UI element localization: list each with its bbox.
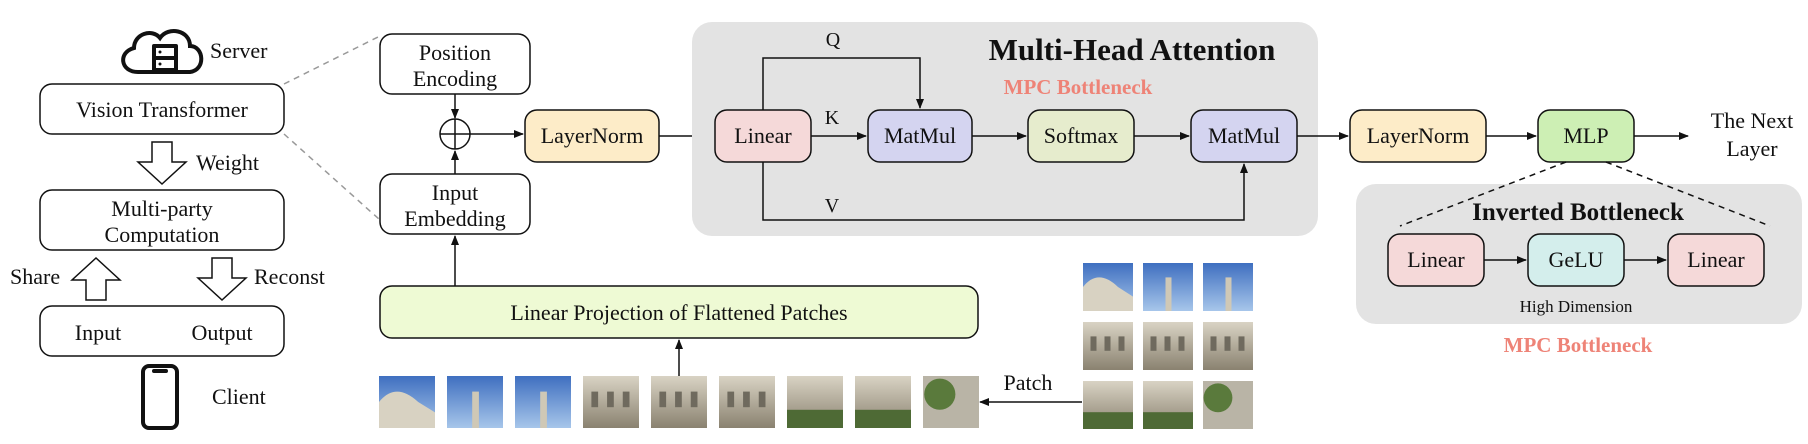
patch-row-tile [923, 376, 979, 428]
next-layer-line2: Layer [1726, 136, 1778, 161]
patch-grid [1083, 263, 1253, 429]
smartphone-icon [141, 364, 179, 430]
position-encoding-line2: Encoding [413, 66, 497, 91]
q-connector [762, 57, 924, 110]
patch-grid-tile [1143, 263, 1193, 311]
weight-arrow-icon [136, 141, 188, 186]
vision-transformer-label: Vision Transformer [76, 97, 248, 122]
patch-grid-tile [1203, 263, 1253, 311]
patch-row-tile [379, 376, 435, 428]
layernorm-label-2: LayerNorm [1367, 123, 1470, 148]
share-arrow-icon [70, 256, 122, 301]
patch-row-tile [651, 376, 707, 428]
patch-grid-tile [1143, 322, 1193, 370]
patch-row-tile [719, 376, 775, 428]
next-layer-line1: The Next [1711, 108, 1793, 133]
gelu-label: GeLU [1549, 247, 1604, 272]
share-label: Share [10, 264, 60, 289]
vision-transformer-box [39, 83, 285, 135]
inverted-linear-label-2: Linear [1687, 247, 1745, 272]
client-label: Client [212, 384, 266, 409]
high-dimension-label: High Dimension [1520, 297, 1633, 316]
output-label: Output [191, 320, 252, 345]
patch-row-tile [787, 376, 843, 428]
q-label: Q [826, 29, 841, 51]
inverted-bottleneck-title: Inverted Bottleneck [1472, 199, 1684, 226]
patch-grid-tile [1143, 381, 1193, 429]
attention-linear-label: Linear [734, 123, 792, 148]
input-label: Input [75, 320, 121, 345]
input-embedding-line2: Embedding [404, 206, 505, 231]
softmax-label: Softmax [1044, 123, 1119, 148]
patch-row-tile [583, 376, 639, 428]
attention-bottleneck-label: MPC Bottleneck [1004, 75, 1153, 99]
inverted-linear-label-1: Linear [1407, 247, 1465, 272]
patch-grid-tile [1203, 322, 1253, 370]
reconst-label: Reconst [254, 264, 325, 289]
patch-label: Patch [1004, 370, 1053, 395]
input-embedding-line1: Input [432, 180, 478, 205]
patch-grid-tile [1203, 381, 1253, 429]
patch-row-tile [855, 376, 911, 428]
position-encoding-line1: Position [419, 40, 491, 65]
k-label: K [825, 107, 840, 129]
matmul-label-1: MatMul [884, 123, 956, 148]
inverted-bottleneck-mpc-label: MPC Bottleneck [1504, 333, 1653, 357]
attention-panel [692, 22, 1318, 236]
cloud-server-icon [121, 29, 204, 74]
mpc-label-line2: Computation [105, 222, 220, 247]
zoom-line-top [283, 35, 381, 85]
patch-row [379, 376, 979, 428]
inverted-linear-box-2 [1667, 233, 1765, 287]
weight-label: Weight [196, 150, 259, 175]
linear-projection-label: Linear Projection of Flattened Patches [510, 300, 847, 325]
layernorm-label-1: LayerNorm [541, 123, 644, 148]
mpc-box [39, 189, 285, 251]
input-embedding-box [379, 173, 531, 235]
v-label: V [825, 195, 840, 217]
server-label: Server [210, 38, 268, 63]
mpc-label-line1: Multi-party [111, 196, 212, 221]
patch-grid-tile [1083, 263, 1133, 311]
patch-grid-tile [1083, 381, 1133, 429]
add-operator-icon [439, 118, 471, 150]
attention-title: Multi-Head Attention [989, 32, 1276, 67]
patch-grid-tile [1083, 322, 1133, 370]
zoom-line-bottom [283, 133, 381, 221]
mlp-label: MLP [1563, 123, 1608, 148]
patch-row-tile [447, 376, 503, 428]
matmul-label-2: MatMul [1208, 123, 1280, 148]
v-connector [762, 162, 1248, 221]
input-output-box [39, 305, 285, 357]
linear-projection-box [379, 285, 979, 339]
reconst-arrow-icon [196, 257, 248, 302]
patch-row-tile [515, 376, 571, 428]
